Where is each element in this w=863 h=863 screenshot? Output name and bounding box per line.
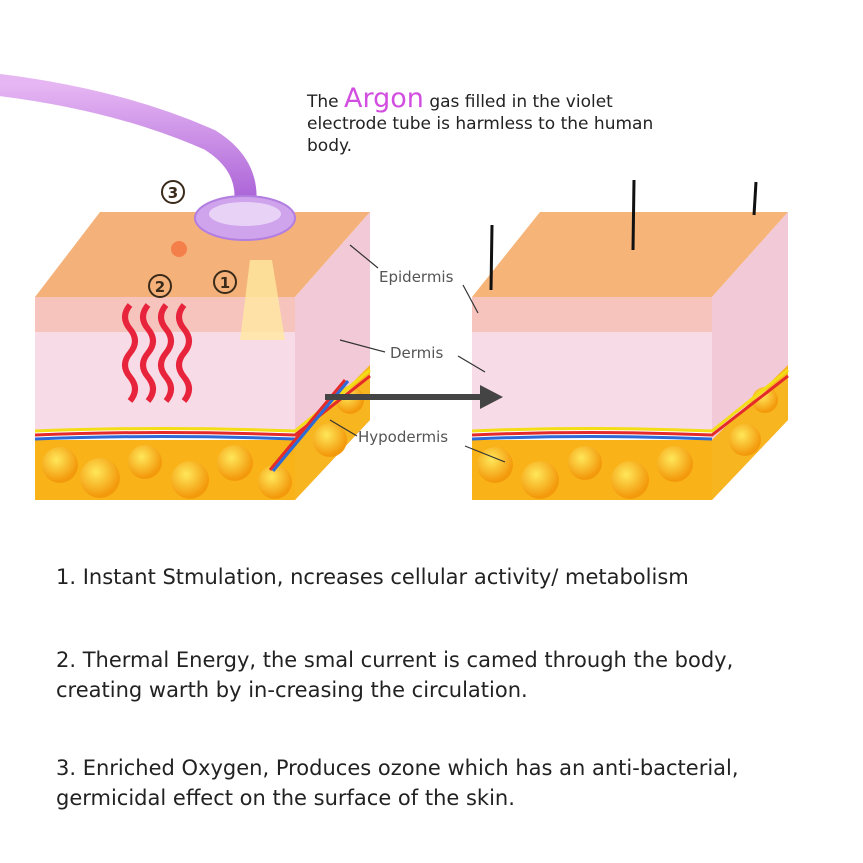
label-dermis: Dermis (390, 344, 443, 362)
svg-text:2: 2 (155, 278, 165, 296)
argon-highlight: Argon (344, 83, 424, 114)
argon-intro-text: The Argon gas filled in the violet elect… (307, 83, 654, 156)
transition-arrow (325, 385, 503, 409)
svg-text:3: 3 (168, 184, 178, 202)
blood-vessels (34, 368, 371, 472)
skin-diagram: 1 2 3 Epidermis Dermis Hypodermis (0, 74, 789, 500)
svg-text:1: 1 (220, 274, 230, 292)
step-2-thermal-energy: 2. Thermal Energy, the smal current is c… (56, 648, 734, 702)
label-hypodermis: Hypodermis (358, 428, 448, 446)
step-1-stimulation: 1. Instant Stmulation, ncreases cellular… (56, 565, 689, 589)
skin-block-after (471, 179, 789, 500)
hair-icon (489, 179, 758, 291)
violet-electrode-tube (0, 74, 296, 241)
marker-1: 1 (213, 270, 237, 294)
skin-block-before (34, 212, 371, 500)
fat-cells (42, 386, 364, 499)
marker-3: 3 (161, 180, 185, 204)
heat-waves-icon (122, 303, 192, 403)
marker-2: 2 (148, 274, 172, 298)
light-beam (240, 260, 285, 340)
label-epidermis: Epidermis (379, 268, 454, 286)
ozone-bubble (171, 241, 187, 257)
step-3-enriched-oxygen: 3. Enriched Oxygen, Produces ozone which… (56, 756, 739, 810)
